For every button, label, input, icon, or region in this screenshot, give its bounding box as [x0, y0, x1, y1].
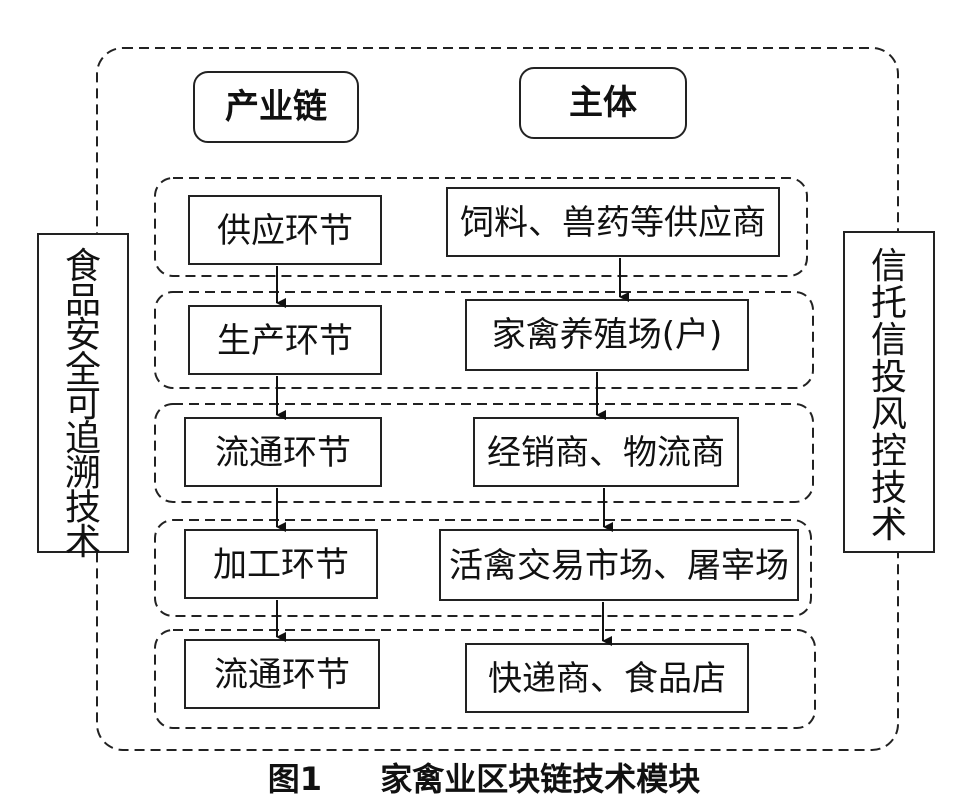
entity-label: 经销商、物流商 [487, 433, 725, 473]
stage-label: 生产环节 [217, 321, 353, 361]
row-frame-supply [154, 177, 808, 277]
vertical-glyph: 品 [65, 281, 101, 322]
stage-label: 流通环节 [215, 433, 351, 473]
entity-box-1: 家禽养殖场(户) [465, 299, 749, 371]
vertical-glyph: 术 [871, 505, 907, 546]
entity-box-3: 活禽交易市场、屠宰场 [439, 529, 799, 601]
side-right-label: 信托信投风控技术 [871, 246, 907, 546]
stage-box-0: 供应环节 [188, 195, 382, 265]
vertical-glyph: 信 [871, 320, 907, 361]
stage-label: 供应环节 [217, 211, 353, 251]
vertical-glyph: 控 [871, 431, 907, 472]
stage-label: 流通环节 [214, 655, 350, 695]
header-industry-chain: 产业链 [193, 71, 359, 143]
vertical-glyph: 全 [65, 350, 101, 391]
vertical-glyph: 信 [871, 246, 907, 287]
vertical-glyph: 溯 [65, 453, 101, 494]
header-subject-label: 主体 [569, 83, 637, 123]
stage-label: 加工环节 [213, 545, 349, 585]
entity-label: 家禽养殖场(户) [492, 315, 723, 355]
figure-title: 家禽业区块链技术模块 [380, 760, 701, 798]
entity-box-0: 饲料、兽药等供应商 [446, 187, 780, 257]
side-box-right: 信托信投风控技术 [843, 231, 935, 553]
entity-label: 饲料、兽药等供应商 [460, 203, 766, 243]
vertical-glyph: 安 [65, 315, 101, 356]
entity-label: 活禽交易市场、屠宰场 [449, 546, 789, 586]
blockchain-module-diagram: 产业链 主体 食品安全可追溯技术 信托信投风控技术 供应环节 生产环节 流通环节… [37, 47, 935, 751]
vertical-glyph: 术 [65, 522, 101, 563]
side-left-label: 食品安全可追溯技术 [65, 246, 101, 563]
side-box-left: 食品安全可追溯技术 [37, 233, 129, 563]
figure-caption: 图1 家禽业区块链技术模块 [0, 754, 968, 804]
figure-number: 图1 [267, 760, 322, 798]
header-industry-chain-label: 产业链 [225, 87, 327, 127]
vertical-glyph: 食 [65, 246, 101, 287]
vertical-glyph: 可 [65, 384, 101, 425]
row-frame-processing [154, 519, 812, 617]
vertical-glyph: 追 [65, 419, 101, 460]
row-frame-production [154, 291, 814, 389]
entity-box-2: 经销商、物流商 [473, 417, 739, 487]
stage-box-2: 流通环节 [184, 417, 382, 487]
entity-box-4: 快递商、食品店 [465, 643, 749, 713]
header-subject: 主体 [519, 67, 687, 139]
entity-label: 快递商、食品店 [488, 659, 726, 699]
vertical-glyph: 技 [65, 488, 101, 529]
stage-box-4: 流通环节 [184, 639, 380, 709]
stage-box-1: 生产环节 [188, 305, 382, 375]
vertical-glyph: 风 [871, 394, 907, 435]
vertical-glyph: 投 [871, 357, 907, 398]
stage-box-3: 加工环节 [184, 529, 378, 599]
vertical-glyph: 技 [871, 468, 907, 509]
row-frame-retail [154, 629, 816, 729]
vertical-glyph: 托 [871, 283, 907, 324]
row-frame-circulation [154, 403, 814, 503]
